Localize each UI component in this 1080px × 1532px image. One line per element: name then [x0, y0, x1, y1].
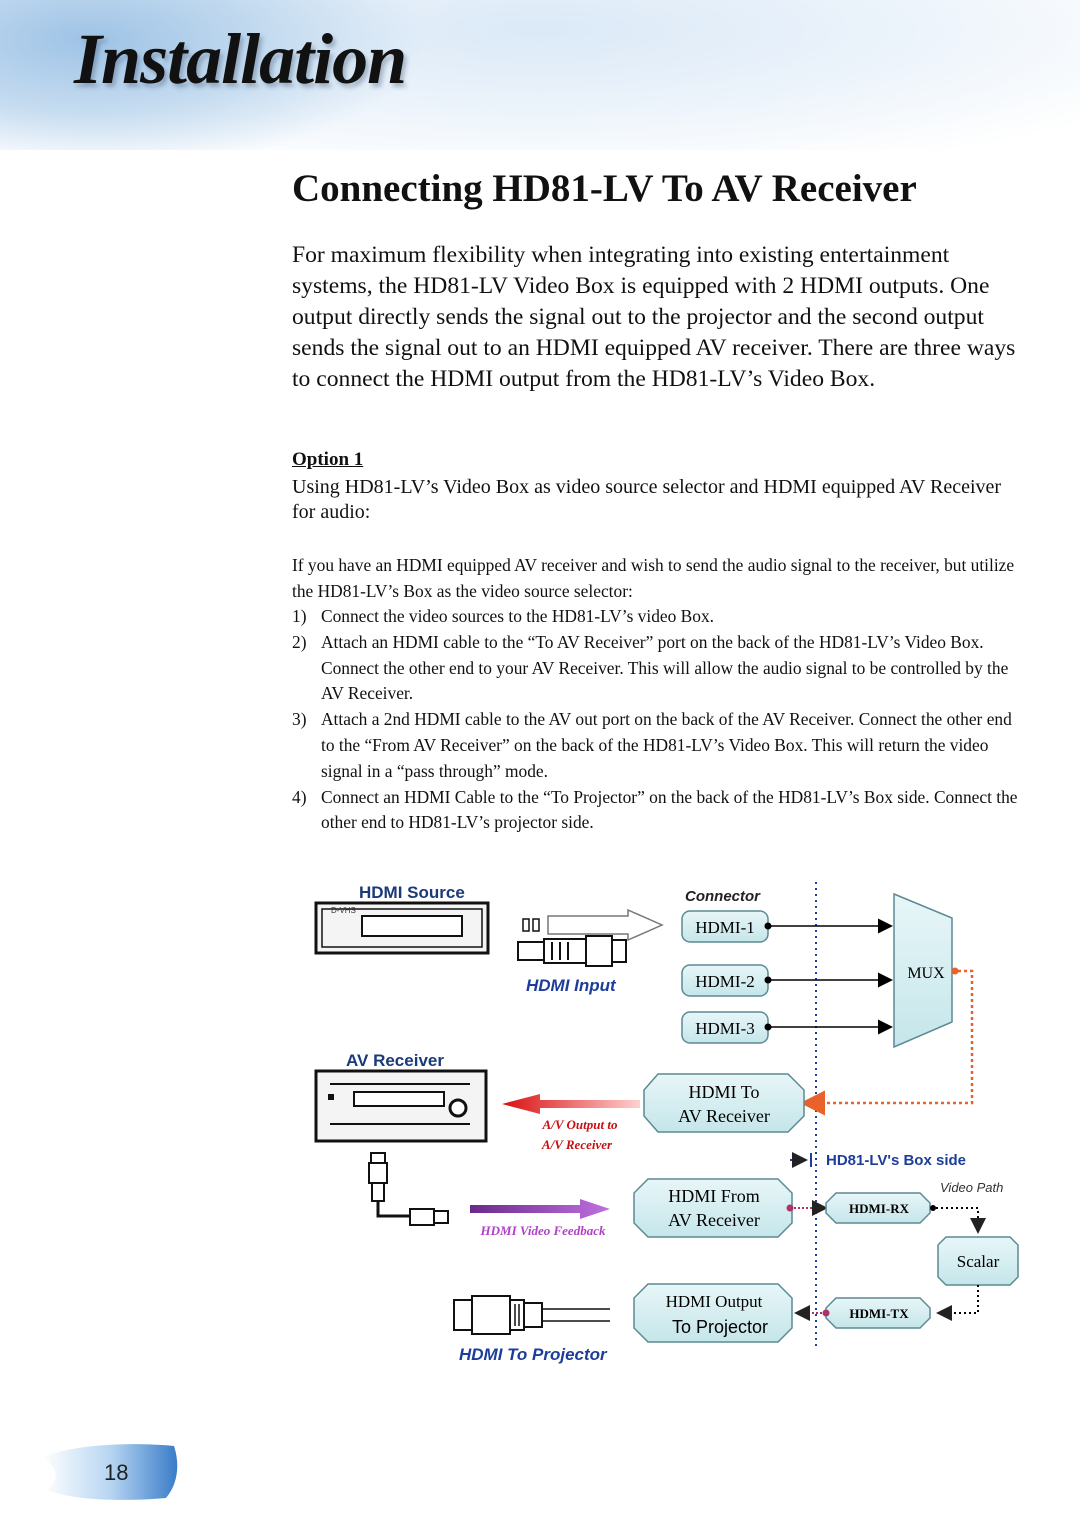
av-receiver-label: AV Receiver [346, 1051, 444, 1070]
hdmi-2-label: HDMI-2 [695, 972, 755, 991]
step-text: Connect an HDMI Cable to the “To Project… [321, 786, 1018, 833]
hdmi-tx-block: HDMI-TX [825, 1297, 931, 1329]
hdmi-projector-cable-icon [453, 1295, 610, 1335]
hdmi-2-port: HDMI-2 [681, 964, 769, 997]
hdmi-to-av-label-2: AV Receiver [678, 1106, 770, 1126]
step-number: 2) [292, 631, 307, 652]
hdmi-rx-block: HDMI-RX [825, 1192, 931, 1224]
step-item: 3) Attach a 2nd HDMI cable to the AV out … [292, 707, 1026, 784]
av-output-arrow [502, 1094, 640, 1114]
hdmi-3-label: HDMI-3 [695, 1019, 755, 1038]
video-feedback-label: HDMI Video Feedback [480, 1223, 606, 1238]
hdmi-tx-label: HDMI-TX [849, 1306, 909, 1321]
page-number-badge [42, 1444, 178, 1500]
mux-label: MUX [907, 965, 945, 982]
hdmi-rx-label: HDMI-RX [849, 1201, 910, 1216]
from-av-dot [786, 1204, 794, 1212]
box-side-legend [790, 1152, 812, 1168]
rx-to-scalar-path [936, 1207, 986, 1234]
option-description: Using HD81-LV’s Video Box as video sourc… [292, 476, 1002, 523]
av-receiver-cable-icon [368, 1152, 449, 1226]
chapter-title: Installation [74, 19, 407, 99]
header-banner [0, 0, 1080, 150]
intro-paragraph: For maximum flexibility when integrating… [292, 242, 1016, 392]
hdmi-to-projector-label: HDMI To Projector [459, 1345, 608, 1364]
tx-dot [822, 1309, 830, 1317]
connector-label: Connector [685, 888, 761, 905]
hdmi-3-port: HDMI-3 [681, 1011, 769, 1044]
mux-block: MUX [893, 892, 959, 1049]
step-text: Attach an HDMI cable to the “To AV Recei… [321, 631, 1009, 704]
hdmi-to-av-label-1: HDMI To [689, 1082, 760, 1102]
page-number: 18 [104, 1460, 129, 1485]
av-output-label-2: A/V Receiver [541, 1137, 613, 1152]
hdmi-source-label: HDMI Source [359, 883, 465, 902]
av-receiver-device [314, 1069, 488, 1143]
step-item: 1) Connect the video sources to the HD81-… [292, 604, 1026, 630]
box-side-label: HD81-LV's Box side [826, 1152, 966, 1169]
step-item: 4) Connect an HDMI Cable to the “To Proje… [292, 785, 1026, 837]
av-output-label-1: A/V Output to [542, 1117, 618, 1132]
hdmi-output-to-projector-port: HDMI Output To Projector [633, 1283, 793, 1343]
hdmi-input-cable-icon [517, 908, 664, 967]
step-number: 3) [292, 709, 307, 730]
hdmi-from-av-label-2: AV Receiver [668, 1210, 760, 1230]
hdmi-1-label: HDMI-1 [695, 918, 755, 937]
scalar-label: Scalar [957, 1252, 1000, 1271]
option-heading: Option 1 [292, 449, 364, 470]
hdmi-input-label: HDMI Input [526, 976, 617, 995]
step-text: Attach a 2nd HDMI cable to the AV out po… [321, 709, 1012, 781]
hdmi-from-av-label-1: HDMI From [668, 1186, 760, 1206]
input-lines [764, 918, 893, 1035]
hdmi-from-av-receiver-port: HDMI From AV Receiver [633, 1178, 793, 1238]
video-feedback-arrow [470, 1199, 610, 1219]
hdmi-output-label-2: To Projector [672, 1317, 768, 1337]
hdmi-1-port: HDMI-1 [681, 910, 769, 943]
option-paragraph: If you have an HDMI equipped AV receiver… [292, 555, 1015, 601]
mux-to-av-path [800, 969, 974, 1116]
video-path-label: Video Path [940, 1180, 1003, 1195]
scalar-block: Scalar [937, 1236, 1019, 1286]
rx-dot [930, 1205, 936, 1211]
steps-list: 1) Connect the video sources to the HD81-… [292, 604, 1026, 836]
dvhs-label: D-VHS [331, 906, 356, 915]
hdmi-output-label-1: HDMI Output [666, 1292, 763, 1311]
step-item: 2) Attach an HDMI cable to the “To AV Rec… [292, 630, 1026, 707]
hdmi-to-av-receiver-port: HDMI To AV Receiver [643, 1073, 805, 1133]
scalar-to-tx-path [936, 1285, 979, 1321]
step-number: 4) [292, 786, 307, 807]
step-text: Connect the video sources to the HD81-LV… [321, 606, 715, 626]
section-title: Connecting HD81-LV To AV Receiver [292, 167, 917, 210]
step-number: 1) [292, 606, 307, 626]
dvhs-device: D-VHS [314, 901, 490, 955]
